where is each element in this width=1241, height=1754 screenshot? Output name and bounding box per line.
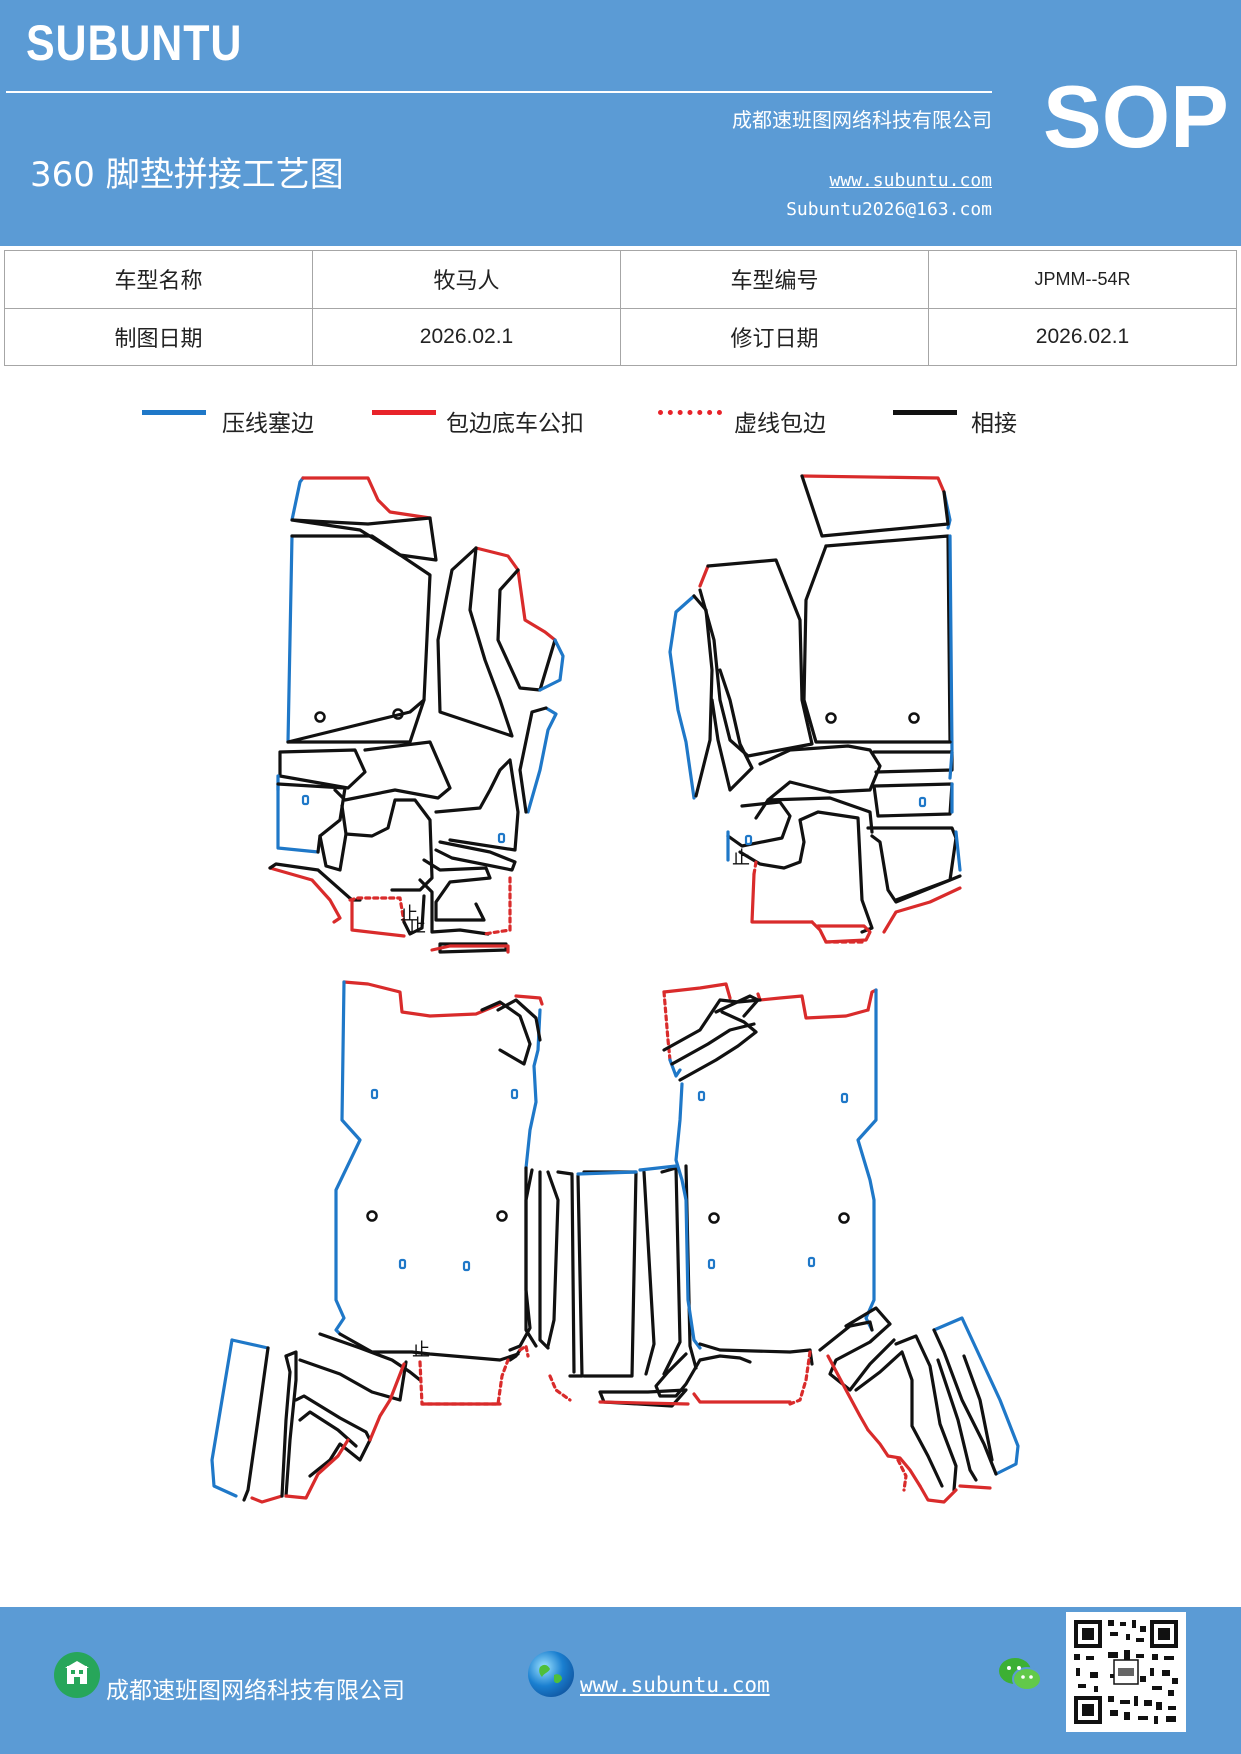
- globe-icon: [528, 1651, 574, 1697]
- panel-bottom-left: [210, 980, 544, 1504]
- footer-company-name: 成都速班图网络科技有限公司: [106, 1678, 405, 1704]
- model-code-value: JPMM--54R: [928, 250, 1237, 309]
- legend-label: 压线塞边: [222, 411, 314, 437]
- page-title: 360 脚垫拼接工艺图: [30, 155, 344, 195]
- legend-swatch-blue: [142, 410, 206, 415]
- revise-date-label: 修订日期: [620, 307, 929, 366]
- wechat-icon: [997, 1653, 1045, 1701]
- legend-swatch-black: [893, 410, 957, 415]
- table-row: 车型名称 牧马人 车型编号 JPMM--54R: [4, 250, 1237, 309]
- header-divider: [6, 91, 992, 93]
- vehicle-info-table: 车型名称 牧马人 车型编号 JPMM--54R 制图日期 2026.02.1 修…: [4, 250, 1237, 366]
- footer-website-link[interactable]: www.subuntu.com: [580, 1673, 770, 1697]
- legend-label: 包边底车公扣: [446, 411, 584, 437]
- header-company-name: 成都速班图网络科技有限公司: [732, 108, 992, 132]
- building-icon: [54, 1652, 100, 1698]
- table-row: 制图日期 2026.02.1 修订日期 2026.02.1: [4, 307, 1237, 366]
- seam-stop-mark: 止: [408, 916, 426, 937]
- panel-top-left: [268, 476, 565, 954]
- legend-label: 相接: [971, 411, 1017, 437]
- draw-date-label: 制图日期: [4, 307, 313, 366]
- legend-label: 虚线包边: [734, 411, 826, 437]
- header-email: Subuntu2026@163.com: [786, 199, 992, 220]
- panel-top-right: [668, 474, 962, 944]
- edge-legend: 压线塞边 包边底车公扣 虚线包边 相接: [0, 398, 1241, 442]
- model-name-value: 牧马人: [312, 250, 621, 309]
- model-name-label: 车型名称: [4, 250, 313, 309]
- sop-label: SOP: [1043, 67, 1229, 166]
- model-code-label: 车型编号: [620, 250, 929, 309]
- floor-mat-splice-diagram: 止 止 止 止: [210, 474, 1020, 1504]
- seam-stop-mark: 止: [732, 848, 750, 869]
- brand-logo: SUBUNTU: [26, 15, 243, 71]
- legend-swatch-red-dotted: [658, 410, 722, 415]
- qr-code[interactable]: [1066, 1612, 1186, 1732]
- header-website-link[interactable]: www.subuntu.com: [829, 170, 992, 191]
- panel-bottom-right: [654, 982, 1020, 1504]
- draw-date-value: 2026.02.1: [312, 307, 621, 366]
- footer-banner: 成都速班图网络科技有限公司 www.subuntu.com: [0, 1607, 1241, 1754]
- seam-stop-mark: 止: [412, 1340, 430, 1361]
- seam-stop-mark: 止: [400, 904, 418, 925]
- header-banner: SUBUNTU SOP 成都速班图网络科技有限公司 360 脚垫拼接工艺图 ww…: [0, 0, 1241, 246]
- revise-date-value: 2026.02.1: [928, 307, 1237, 366]
- legend-swatch-red: [372, 410, 436, 415]
